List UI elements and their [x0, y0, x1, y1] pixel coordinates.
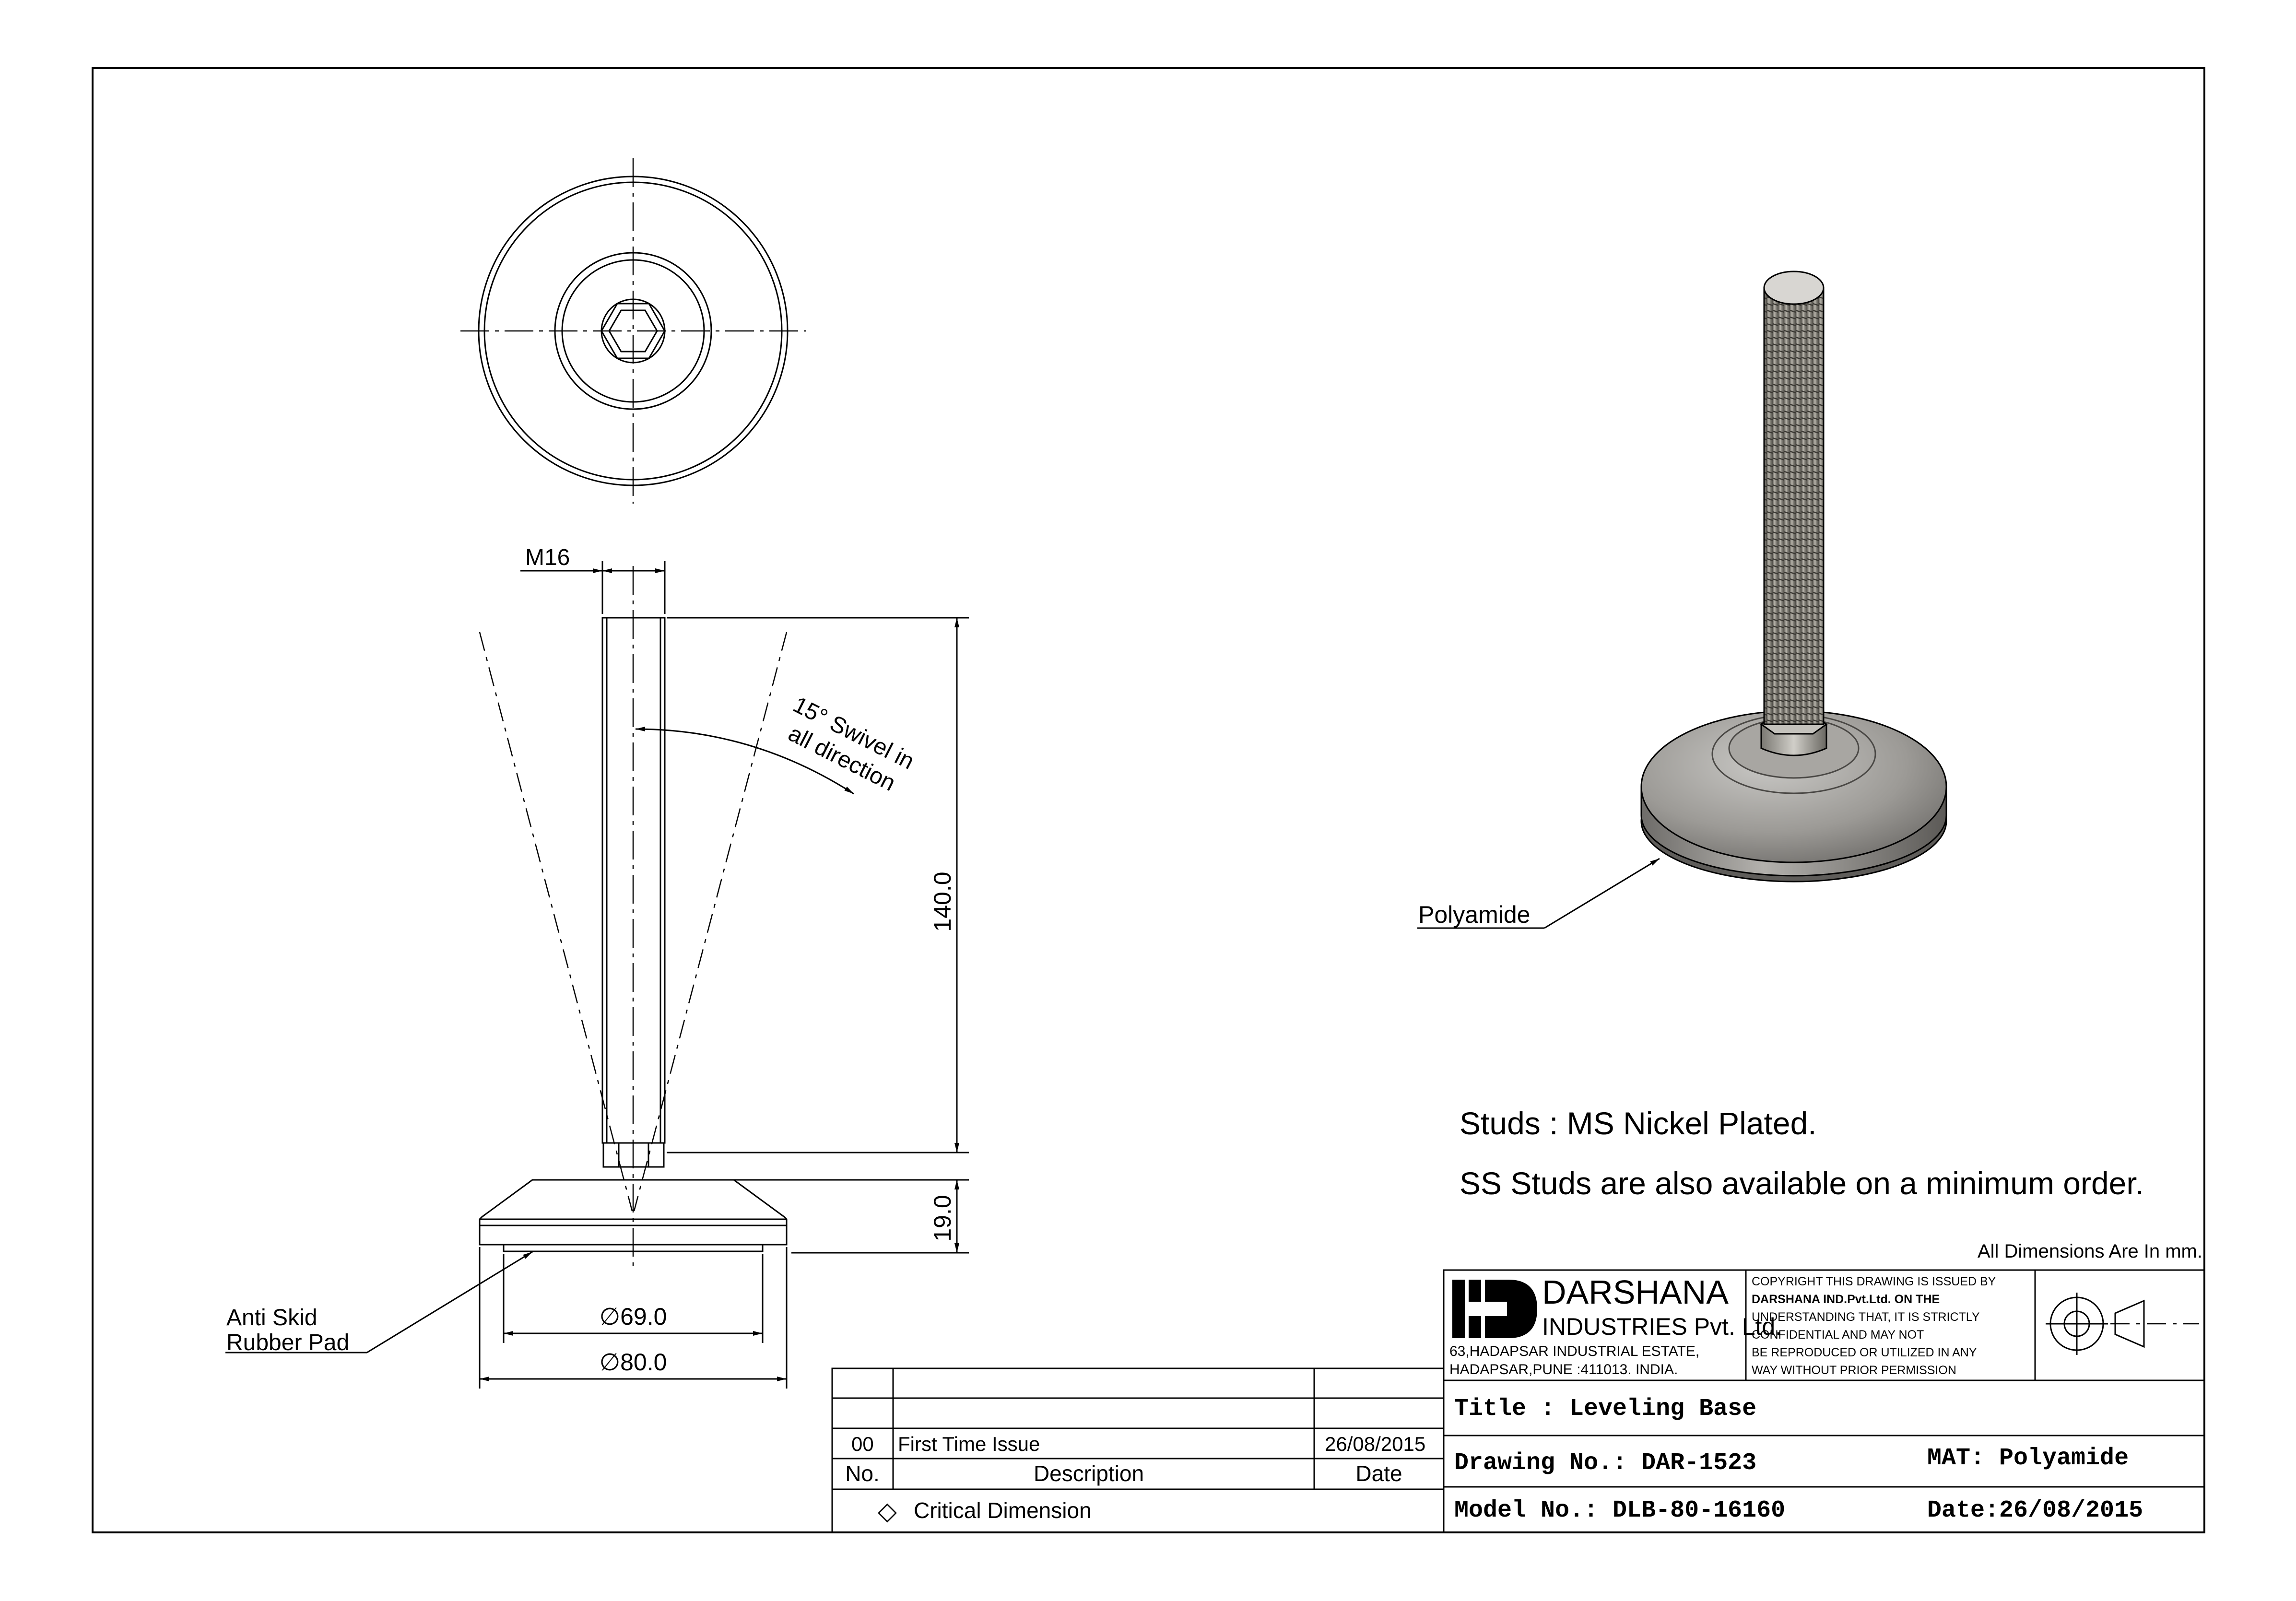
copyright-notice: COPYRIGHT THIS DRAWING IS ISSUED BY DARS…	[1752, 1275, 1996, 1377]
copyright-line: COPYRIGHT THIS DRAWING IS ISSUED BY	[1752, 1275, 1996, 1288]
revision-description: First Time Issue	[898, 1433, 1040, 1455]
header-date: Date	[1355, 1461, 1402, 1486]
revision-table: 00 First Time Issue 26/08/2015 No. Descr…	[831, 1367, 1445, 1533]
title-block: DARSHANA INDUSTRIES Pvt. Ltd. 63,HADAPSA…	[1443, 1269, 2205, 1533]
front-view	[479, 566, 788, 1271]
drawing-number: Drawing No.: DAR-1523	[1454, 1449, 1756, 1477]
header-no: No.	[845, 1461, 880, 1486]
height-dimension: 140.0	[929, 871, 956, 931]
company-address-line2: HADAPSAR,PUNE :411013. INDIA.	[1449, 1362, 1678, 1377]
dimensions: M16 140.0 19.0 ∅69.0 ∅80.0 15° Swivel in…	[225, 545, 969, 1389]
outer-diameter-dimension: ∅80.0	[600, 1349, 667, 1376]
rubber-pad-callout-line1: Anti Skid	[226, 1305, 317, 1330]
company-name: DARSHANA	[1542, 1273, 1729, 1311]
copyright-line: CONFIDENTIAL AND MAY NOT	[1752, 1328, 1924, 1342]
thread-callout: M16	[525, 545, 570, 570]
ss-studs-note: SS Studs are also available on a minimum…	[1460, 1165, 2144, 1201]
units-note: All Dimensions Are In mm.	[1978, 1241, 2202, 1262]
header-description: Description	[1034, 1461, 1144, 1486]
copyright-line: DARSHANA IND.Pvt.Ltd. ON THE	[1752, 1293, 1940, 1306]
studs-note: Studs : MS Nickel Plated.	[1460, 1106, 1817, 1141]
drawing-date: Date:26/08/2015	[1927, 1497, 2143, 1524]
company-address-line1: 63,HADAPSAR INDUSTRIAL ESTATE,	[1449, 1343, 1699, 1359]
revision-no: 00	[851, 1433, 874, 1455]
model-number: Model No.: DLB-80-16160	[1454, 1497, 1785, 1524]
rubber-pad-callout-line2: Rubber Pad	[226, 1330, 349, 1355]
inner-diameter-dimension: ∅69.0	[600, 1303, 667, 1330]
copyright-line: UNDERSTANDING THAT, IT IS STRICTLY	[1752, 1310, 1980, 1324]
company-logo	[1452, 1280, 1537, 1338]
drawing-material: MAT: Polyamide	[1927, 1445, 2129, 1472]
isometric-view: Polyamide	[1417, 271, 1947, 929]
copyright-line: BE REPRODUCED OR UTILIZED IN ANY	[1752, 1346, 1977, 1359]
drawing-title: Title : Leveling Base	[1454, 1395, 1756, 1423]
critical-dimension-symbol: ◇	[878, 1497, 897, 1525]
critical-dimension-label: Critical Dimension	[914, 1498, 1092, 1523]
revision-date: 26/08/2015	[1325, 1433, 1425, 1455]
company-subtitle: INDUSTRIES Pvt. Ltd.	[1542, 1313, 1782, 1340]
material-callout: Polyamide	[1418, 901, 1530, 928]
projection-symbol	[2046, 1293, 2199, 1355]
copyright-line: WAY WITHOUT PRIOR PERMISSION	[1752, 1364, 1956, 1377]
top-view	[460, 158, 806, 504]
base-height-dimension: 19.0	[929, 1195, 956, 1241]
